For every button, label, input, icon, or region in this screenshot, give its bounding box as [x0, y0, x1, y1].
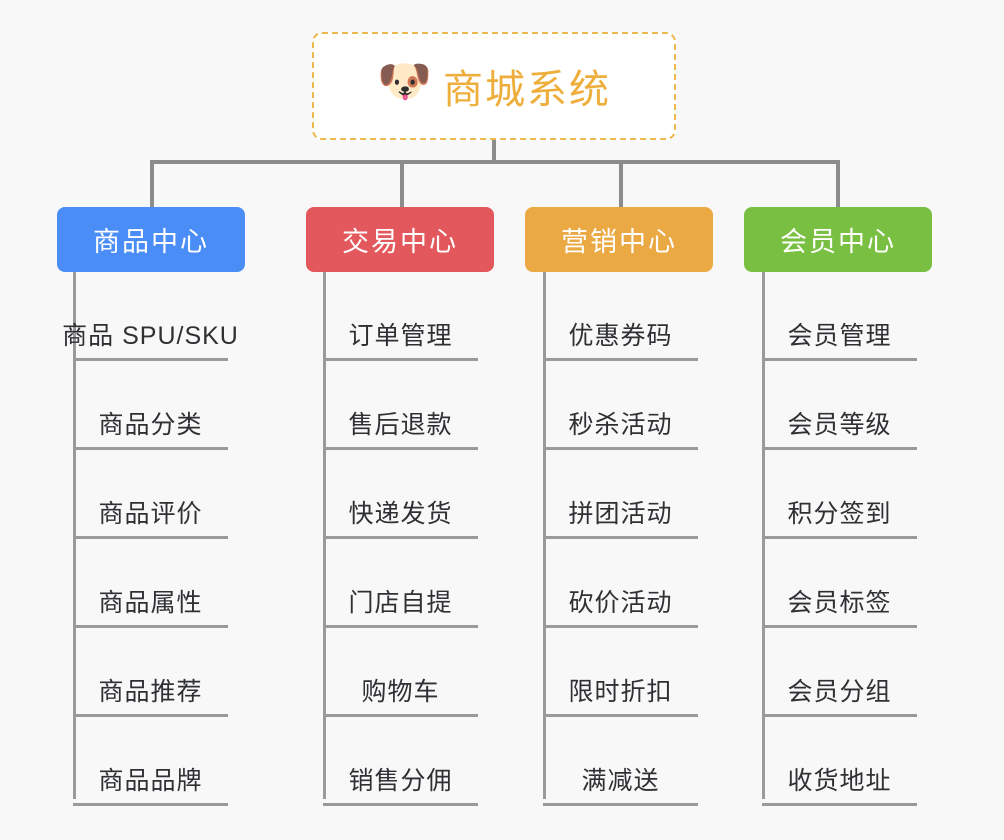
root-stem-connector	[492, 140, 496, 164]
leaf-label: 满减送	[581, 767, 660, 795]
leaf-label: 拼团活动	[568, 500, 673, 528]
category-box-trade-center[interactable]: 交易中心	[306, 207, 494, 272]
leaf-item[interactable]: 会员标签	[762, 539, 917, 628]
leaf-item[interactable]: 购物车	[323, 628, 478, 717]
leaf-item[interactable]: 会员管理	[762, 272, 917, 361]
leaf-list-trade-center: 订单管理 售后退款 快递发货 门店自提 购物车 销售分佣	[323, 272, 478, 806]
leaf-item[interactable]: 商品推荐	[73, 628, 228, 717]
drop-connector-4	[836, 160, 840, 208]
leaf-item[interactable]: 拼团活动	[543, 450, 698, 539]
leaf-label: 订单管理	[348, 322, 453, 350]
leaf-label: 商品评价	[98, 500, 203, 528]
leaf-item[interactable]: 订单管理	[323, 272, 478, 361]
leaf-item[interactable]: 商品属性	[73, 539, 228, 628]
leaf-label: 销售分佣	[348, 767, 453, 795]
leaf-item[interactable]: 售后退款	[323, 361, 478, 450]
leaf-label: 商品属性	[98, 589, 203, 617]
spine-marketing-center	[543, 272, 546, 799]
category-title: 营销中心	[561, 227, 677, 257]
leaf-label: 门店自提	[348, 589, 453, 617]
category-box-product-center[interactable]: 商品中心	[57, 207, 245, 272]
leaf-item[interactable]: 会员等级	[762, 361, 917, 450]
leaf-label: 优惠券码	[568, 322, 673, 350]
leaf-item[interactable]: 积分签到	[762, 450, 917, 539]
leaf-item[interactable]: 商品 SPU/SKU	[62, 272, 238, 361]
drop-connector-3	[619, 160, 623, 208]
category-title: 交易中心	[342, 227, 458, 257]
drop-connector-1	[150, 160, 154, 208]
horizontal-bus-connector	[150, 160, 838, 164]
leaf-label: 限时折扣	[568, 678, 673, 706]
leaf-label: 售后退款	[348, 411, 453, 439]
leaf-label: 商品推荐	[98, 678, 203, 706]
category-title: 会员中心	[780, 227, 896, 257]
dog-face-icon: 🐶	[377, 57, 432, 106]
leaf-list-member-center: 会员管理 会员等级 积分签到 会员标签 会员分组 收货地址	[762, 272, 917, 806]
spine-member-center	[762, 272, 765, 799]
leaf-item[interactable]: 销售分佣	[323, 717, 478, 806]
leaf-item[interactable]: 收货地址	[762, 717, 917, 806]
leaf-item[interactable]: 优惠券码	[543, 272, 698, 361]
category-box-marketing-center[interactable]: 营销中心	[525, 207, 713, 272]
leaf-item[interactable]: 快递发货	[323, 450, 478, 539]
leaf-item[interactable]: 商品品牌	[73, 717, 228, 806]
root-title: 商城系统	[443, 68, 611, 112]
spine-trade-center	[323, 272, 326, 799]
leaf-label: 收货地址	[787, 767, 892, 795]
leaf-label: 会员管理	[787, 322, 892, 350]
category-title: 商品中心	[93, 227, 209, 257]
leaf-list-product-center: 商品 SPU/SKU 商品分类 商品评价 商品属性 商品推荐 商品品牌	[62, 272, 238, 806]
spine-product-center	[73, 272, 76, 799]
leaf-label: 商品 SPU/SKU	[62, 322, 239, 350]
leaf-item[interactable]: 门店自提	[323, 539, 478, 628]
leaf-item[interactable]: 商品评价	[73, 450, 228, 539]
leaf-label: 购物车	[361, 678, 440, 706]
leaf-item[interactable]: 限时折扣	[543, 628, 698, 717]
leaf-label: 会员等级	[787, 411, 892, 439]
leaf-label: 会员标签	[787, 589, 892, 617]
leaf-item[interactable]: 商品分类	[73, 361, 228, 450]
leaf-label: 快递发货	[348, 500, 453, 528]
drop-connector-2	[400, 160, 404, 208]
leaf-label: 积分签到	[787, 500, 892, 528]
leaf-label: 秒杀活动	[568, 411, 673, 439]
leaf-item[interactable]: 秒杀活动	[543, 361, 698, 450]
leaf-item[interactable]: 满减送	[543, 717, 698, 806]
leaf-label: 砍价活动	[568, 589, 673, 617]
leaf-item[interactable]: 砍价活动	[543, 539, 698, 628]
leaf-label: 会员分组	[787, 678, 892, 706]
leaf-item[interactable]: 会员分组	[762, 628, 917, 717]
root-node[interactable]: 🐶 商城系统	[312, 32, 676, 140]
leaf-list-marketing-center: 优惠券码 秒杀活动 拼团活动 砍价活动 限时折扣 满减送	[543, 272, 698, 806]
leaf-label: 商品品牌	[98, 767, 203, 795]
leaf-label: 商品分类	[98, 411, 203, 439]
category-box-member-center[interactable]: 会员中心	[744, 207, 932, 272]
